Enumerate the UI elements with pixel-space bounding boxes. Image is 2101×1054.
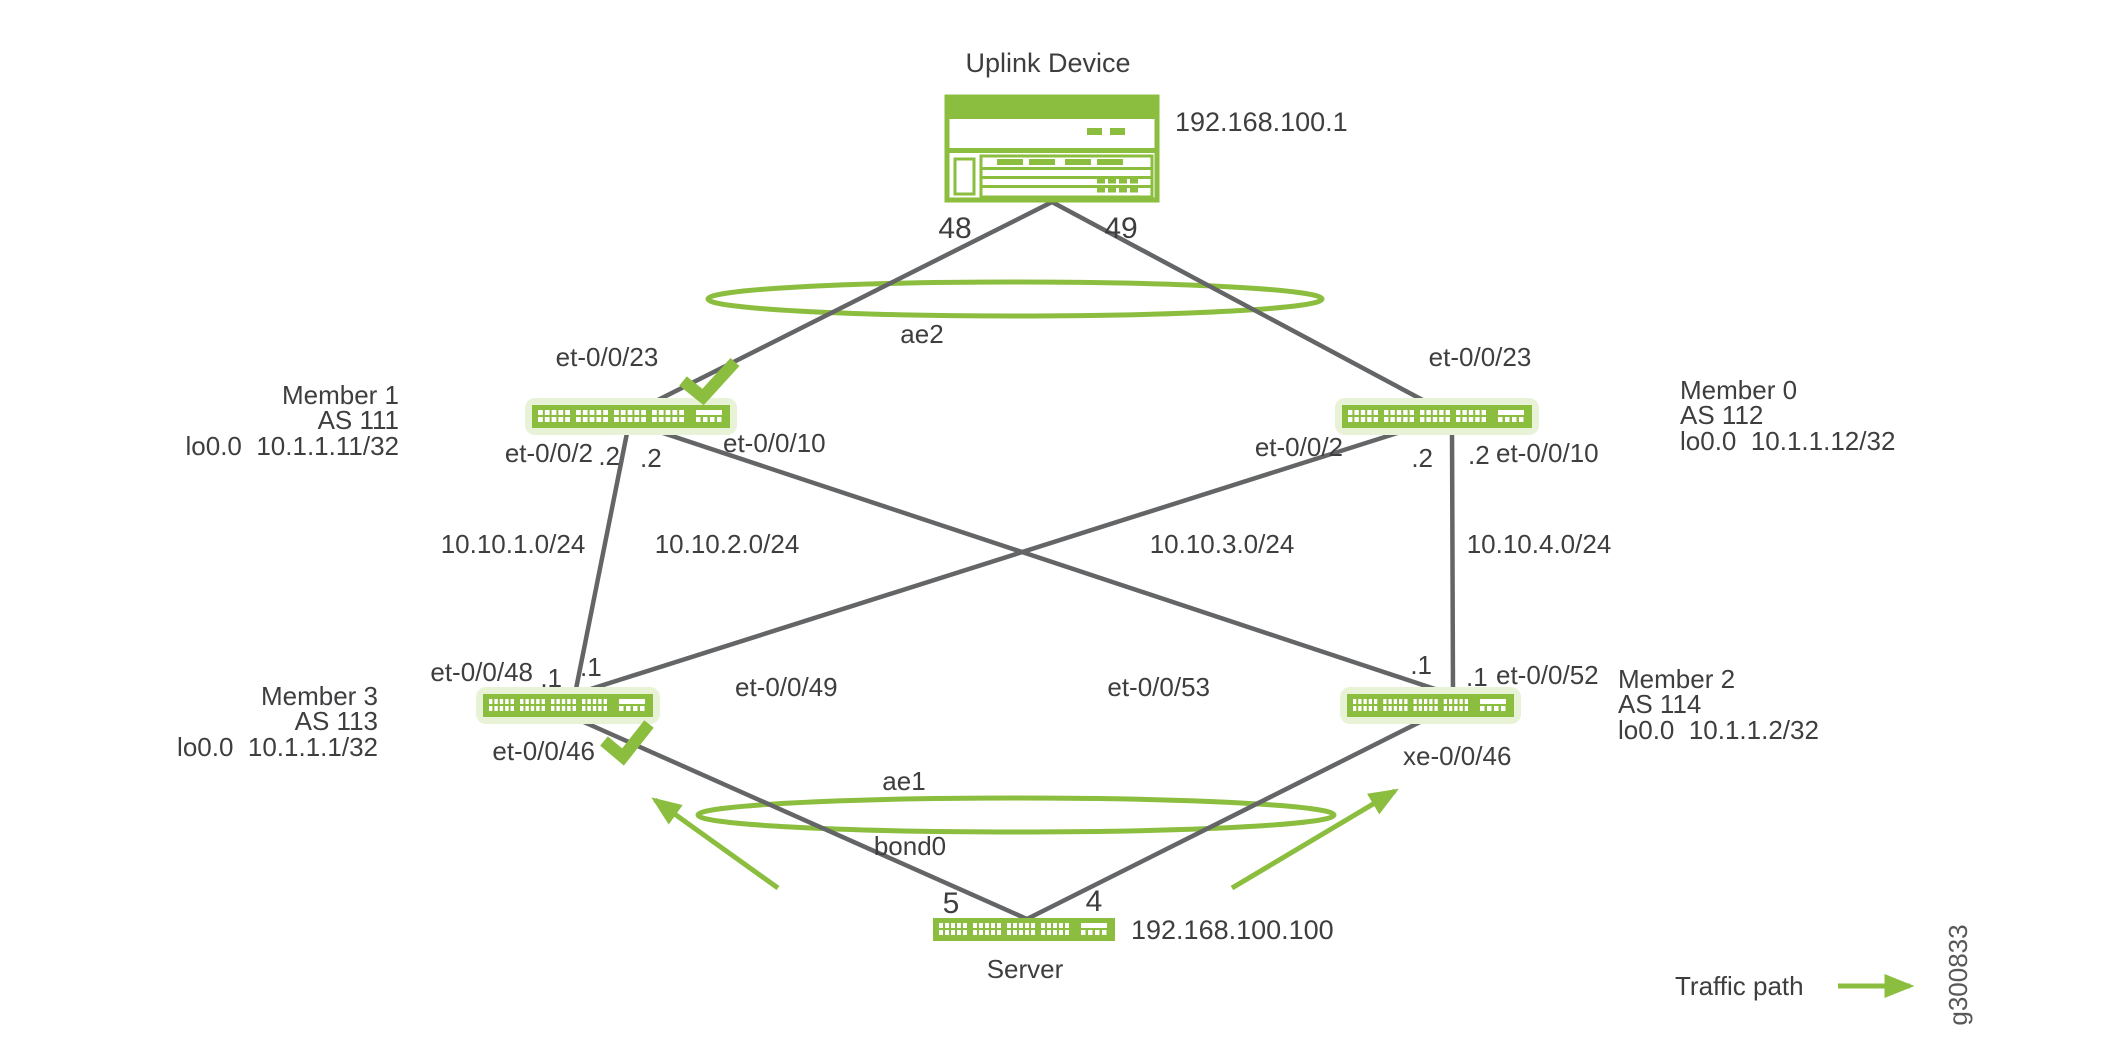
ae1-lag-ellipse [695,795,1337,835]
member2-addr-b-label: .1 [1466,662,1488,692]
link-uplink-member0 [1050,200,1434,407]
ae2-lag-ellipse [705,279,1325,319]
member3-loopback: lo0.0 10.1.1.1/32 [177,732,378,762]
member0-uplink-port-label: et-0/0/23 [1429,342,1532,372]
server-port-5: 5 [943,887,960,920]
member3-port-b-label: et-0/0/49 [735,672,838,702]
member1-port-b-label: et-0/0/10 [723,428,826,458]
server-icon [933,918,1115,941]
legend-label: Traffic path [1675,971,1804,1001]
uplink-device-icon [944,94,1160,203]
member1-switch-icon [525,398,737,435]
member2-port-b-label: et-0/0/52 [1496,660,1599,690]
member1-asn: AS 111 [318,405,399,435]
checkmark-member1-uplink-icon [679,357,740,406]
link-member0-member3 [574,426,1411,697]
link-member0-member2 [1449,427,1456,696]
subnet-10-10-1: 10.10.1.0/24 [441,529,586,559]
connections [572,199,1456,922]
member3-asn: AS 113 [295,706,378,736]
labels: Uplink Device 192.168.100.1 48 49 ae2 et-0/0/… [177,48,1973,1026]
ae1-label: ae1 [882,766,925,796]
checkmarks [600,357,740,766]
member3-name: Member 3 [261,681,378,711]
member3-addr-a-label: .1 [540,663,562,693]
uplink-title: Uplink Device [965,48,1130,78]
link-member1-member2 [647,425,1454,698]
traffic-arrows [651,788,1915,998]
member1-name: Member 1 [282,380,399,410]
member0-port-a-label: et-0/0/2 [1255,432,1343,462]
member3-switch-icon [476,687,660,724]
member2-server-port-label: xe-0/0/46 [1403,741,1511,771]
subnet-10-10-4: 10.10.4.0/24 [1467,529,1612,559]
member3-port-a-label: et-0/0/48 [430,657,533,687]
link-member1-member3 [572,427,631,695]
member0-loopback: lo0.0 10.1.1.12/32 [1680,426,1895,456]
member1-port-a-label: et-0/0/2 [505,438,593,468]
member2-loopback: lo0.0 10.1.1.2/32 [1618,715,1819,745]
subnet-10-10-3: 10.10.3.0/24 [1150,529,1295,559]
link-member2-server [1025,716,1428,922]
uplink-port-48: 48 [938,212,971,245]
member0-addr-a-label: .2 [1411,443,1433,473]
link-member3-server [576,716,1028,922]
member2-asn: AS 114 [1618,689,1701,719]
member0-port-b-label: et-0/0/10 [1496,438,1599,468]
server-ip: 192.168.100.100 [1131,915,1334,945]
member3-addr-b-label: .1 [580,652,602,682]
uplink-ip: 192.168.100.1 [1175,107,1348,137]
devices [476,94,1539,941]
uplink-port-49: 49 [1104,212,1137,245]
figure-id: g300833 [1943,924,1973,1025]
checkmark-member3-server-icon [600,720,654,766]
member2-switch-icon [1340,687,1521,724]
member0-addr-b-label: .2 [1468,440,1490,470]
subnet-10-10-2: 10.10.2.0/24 [655,529,800,559]
traffic-arrow-right [1230,788,1399,891]
member2-name: Member 2 [1618,664,1735,694]
member3-server-port-label: et-0/0/46 [492,736,595,766]
member1-addr-a-label: .2 [598,441,620,471]
ae2-label: ae2 [900,319,943,349]
member0-asn: AS 112 [1680,400,1763,430]
member2-addr-a-label: .1 [1410,650,1432,680]
member2-port-a-label: et-0/0/53 [1107,672,1210,702]
link-uplink-member1 [646,199,1054,408]
member0-switch-icon [1335,398,1539,435]
traffic-arrow-left [651,797,780,891]
bond0-label: bond0 [874,831,946,861]
server-name: Server [987,954,1064,984]
member0-name: Member 0 [1680,375,1797,405]
member1-addr-b-label: .2 [640,443,662,473]
member1-loopback: lo0.0 10.1.1.11/32 [186,431,399,461]
member1-uplink-port-label: et-0/0/23 [556,342,659,372]
server-port-4: 4 [1086,885,1103,918]
lag-ellipses [695,279,1337,835]
